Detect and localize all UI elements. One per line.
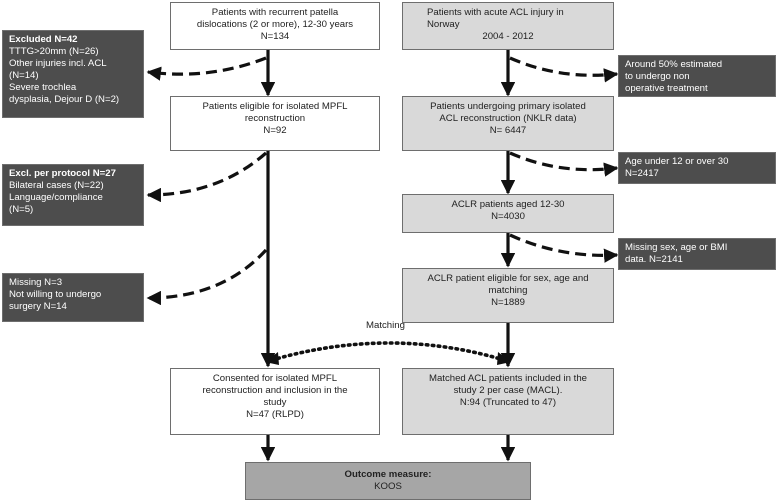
box-primary-acl-reconstruction: Patients undergoing primary isolated ACL… [402, 96, 614, 151]
box-eligible-mpfl: Patients eligible for isolated MPFL reco… [170, 96, 380, 151]
dashed-arrow-excluded [146, 56, 267, 81]
box-matched-acl-patients: Matched ACL patients included in the stu… [402, 368, 614, 435]
dashed-arrow-missing [146, 248, 268, 306]
dashed-arrow-protocol [146, 151, 268, 203]
box-aclr-aged-12-30: ACLR patients aged 12-30 N=4030 [402, 194, 614, 233]
box-missing-not-willing: Missing N=3 Not willing to undergo surge… [2, 273, 144, 322]
dashed-arrow-missing-data [509, 233, 619, 263]
dashed-arrow-nonop [509, 56, 619, 83]
box-consented-rlpd: Consented for isolated MPFL reconstructi… [170, 368, 380, 435]
matching-label: Matching [366, 320, 405, 331]
box-outcome-measure: Outcome measure: KOOS [245, 462, 531, 500]
box-excluded: Excluded N=42 TTTG>20mm (N=26) Other inj… [2, 30, 144, 118]
box-missing-sex-age-bmi: Missing sex, age or BMI data. N=2141 [618, 238, 776, 270]
matching-arrowhead-left [265, 352, 279, 365]
dashed-arrow-age [509, 151, 619, 177]
box-age-exclusion: Age under 12 or over 30 N=2417 [618, 152, 776, 184]
box-recurrent-dislocations: Patients with recurrent patella dislocat… [170, 2, 380, 50]
box-aclr-eligible-matching: ACLR patient eligible for sex, age and m… [402, 268, 614, 323]
box-non-operative: Around 50% estimated to undergo non oper… [618, 55, 776, 97]
box-excl-per-protocol: Excl. per protocol N=27 Bilateral cases … [2, 164, 144, 226]
matching-arrowhead-right [497, 352, 511, 365]
box-acute-acl-injury: Patients with acute ACL injury in Norway… [402, 2, 614, 50]
matching-dotted-arrow [270, 341, 506, 362]
